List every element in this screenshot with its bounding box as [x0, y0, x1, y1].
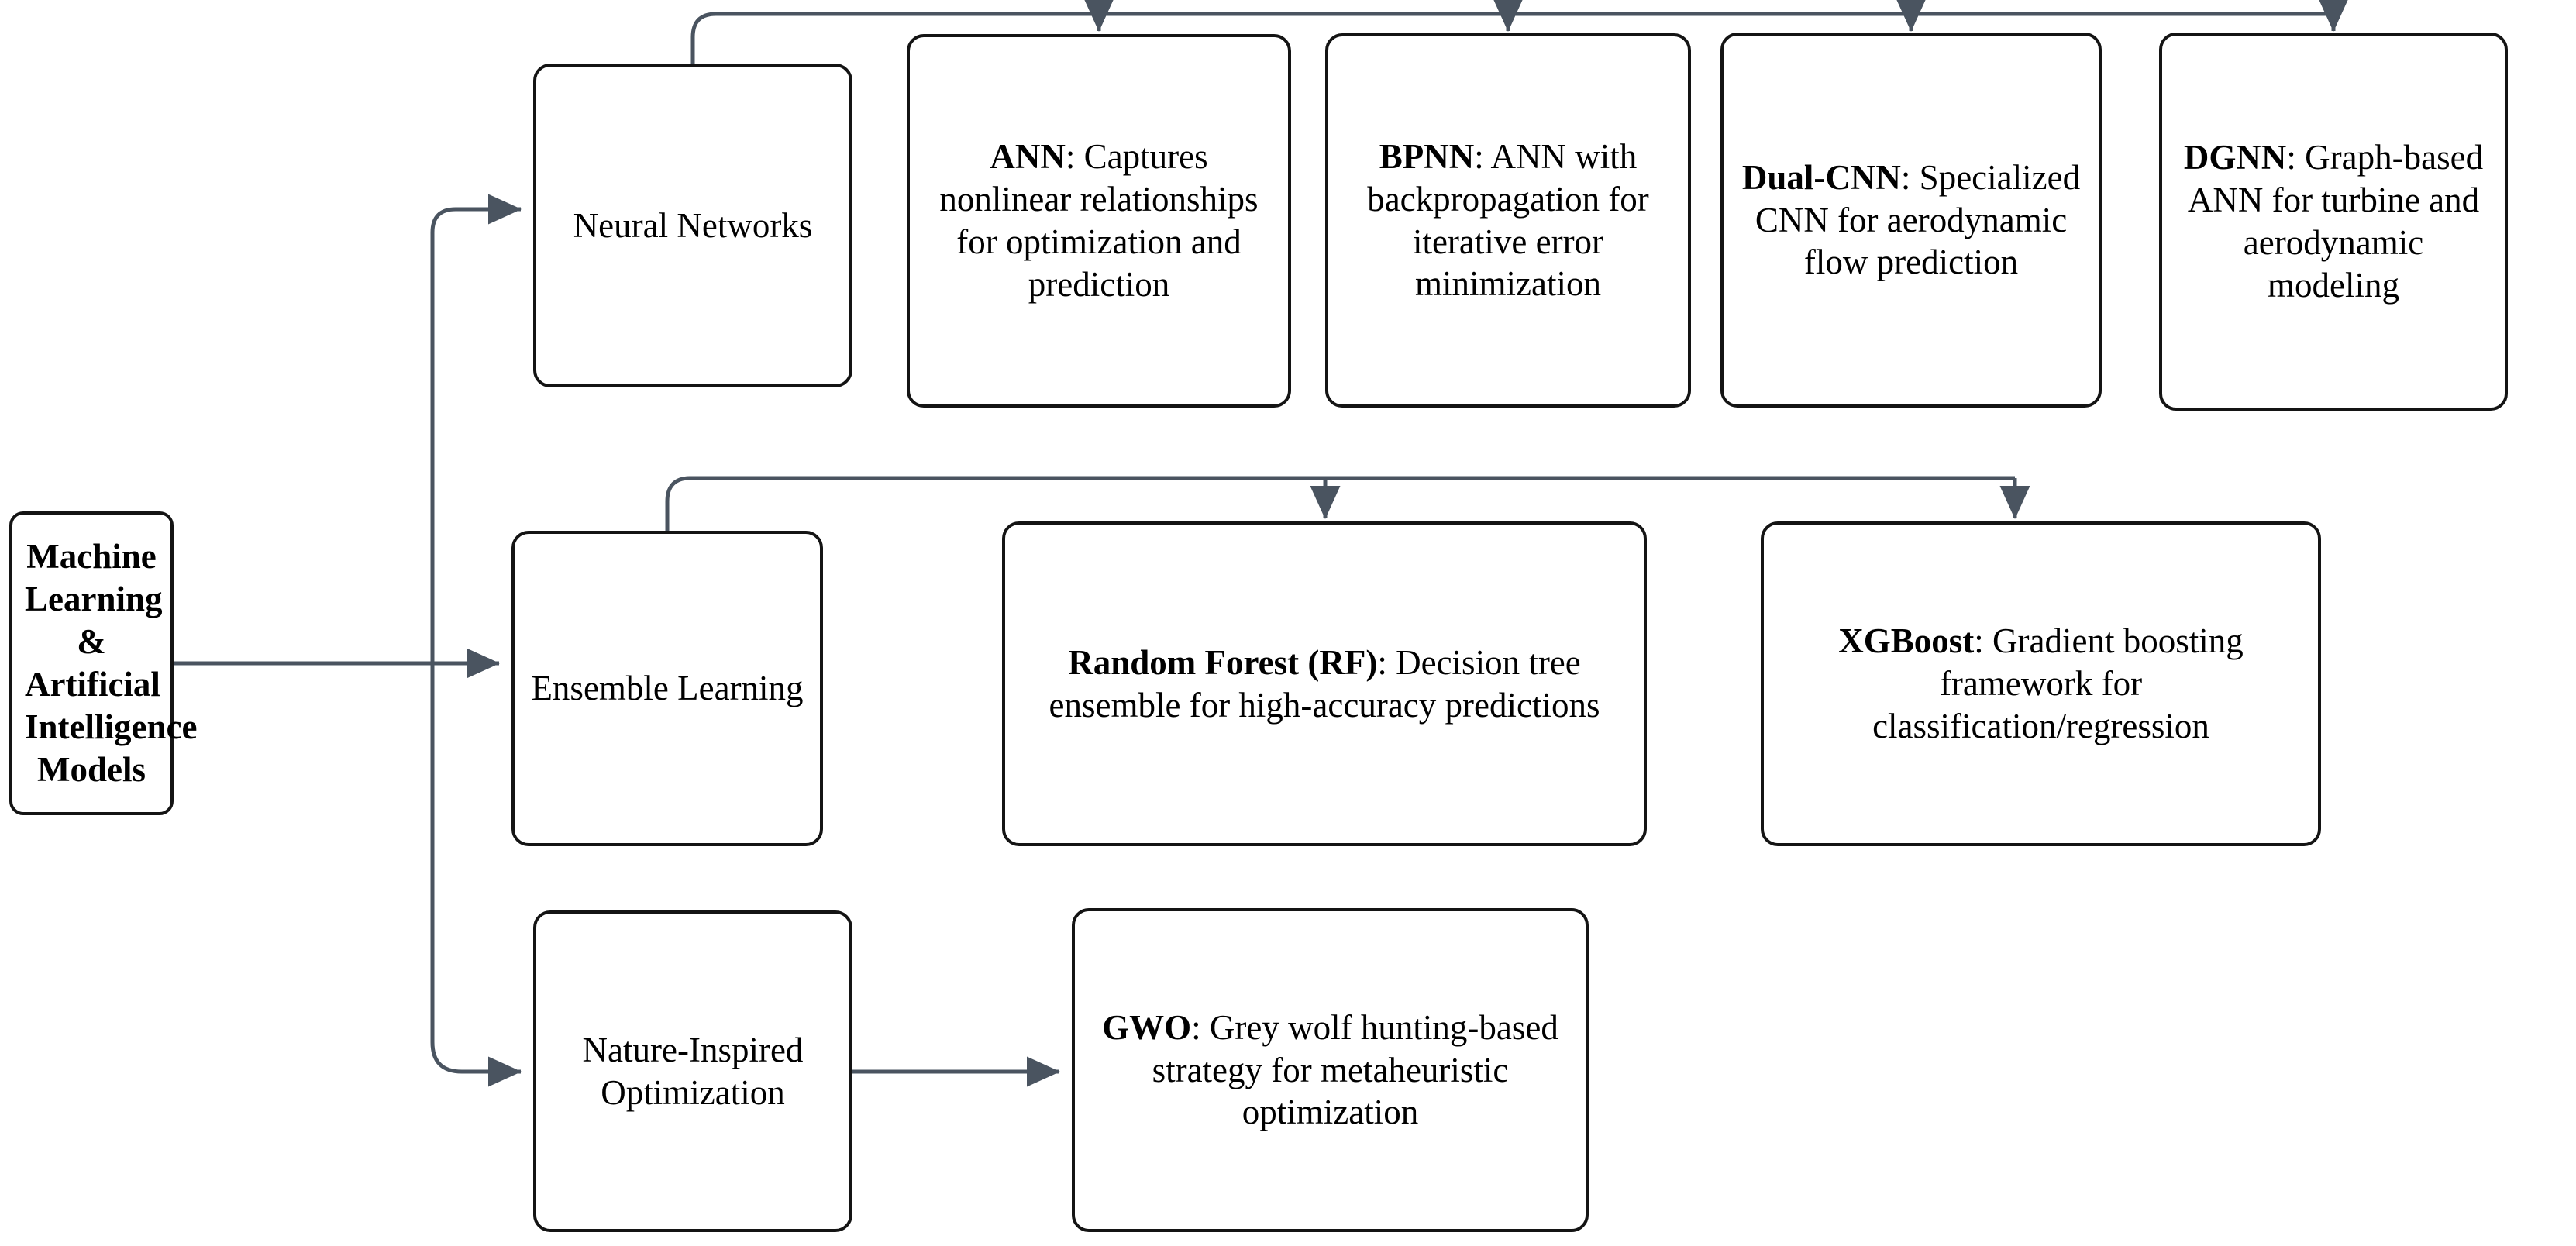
node-ann-desc: : Captures nonlinear relationships for o…	[939, 137, 1259, 304]
node-dual-cnn-desc: : Specialized CNN for aerodynamic flow p…	[1755, 157, 2081, 282]
node-dual-cnn[interactable]: Dual-CNN: Specialized CNN for aerodynami…	[1720, 33, 2102, 408]
node-dgnn[interactable]: DGNN: Graph-based ANN for turbine and ae…	[2159, 33, 2508, 411]
node-nature-inspired-optimization-label: Nature-Inspired Optimization	[582, 1030, 804, 1112]
node-xgboost[interactable]: XGBoost: Gradient boosting framework for…	[1761, 521, 2321, 846]
node-nature-inspired-optimization[interactable]: Nature-Inspired Optimization	[533, 910, 852, 1232]
node-ann[interactable]: ANN: Captures nonlinear relationships fo…	[907, 34, 1291, 408]
node-dgnn-desc: : Graph-based ANN for turbine and aerody…	[2187, 138, 2484, 305]
node-ann-term: ANN	[990, 137, 1066, 177]
node-random-forest[interactable]: Random Forest (RF): Decision tree ensemb…	[1002, 521, 1647, 846]
node-random-forest-text: Random Forest (RF): Decision tree ensemb…	[1005, 642, 1644, 727]
node-bpnn-text: BPNN: ANN with backpropagation for itera…	[1328, 136, 1688, 306]
node-bpnn-desc: : ANN with backpropagation for iterative…	[1367, 136, 1649, 304]
node-root[interactable]: Machine Learning & Artificial Intelligen…	[9, 511, 198, 815]
node-xgboost-desc: : Gradient boosting framework for classi…	[1872, 621, 2244, 745]
node-dgnn-term: DGNN	[2183, 138, 2287, 177]
node-random-forest-term: Random Forest (RF)	[1068, 642, 1378, 682]
edge-trunk-to-neural-networks	[430, 194, 522, 233]
node-gwo[interactable]: GWO: Grey wolf hunting-based strategy fo…	[1072, 908, 1589, 1232]
node-dual-cnn-text: Dual-CNN: Specialized CNN for aerodynami…	[1724, 157, 2099, 284]
node-ensemble-learning-label: Ensemble Learning	[531, 669, 804, 708]
node-gwo-text: GWO: Grey wolf hunting-based strategy fo…	[1075, 1007, 1586, 1134]
node-gwo-desc: : Grey wolf hunting-based strategy for m…	[1152, 1007, 1558, 1132]
node-ann-text: ANN: Captures nonlinear relationships fo…	[910, 136, 1288, 306]
node-dgnn-text: DGNN: Graph-based ANN for turbine and ae…	[2162, 136, 2505, 307]
node-xgboost-text: XGBoost: Gradient boosting framework for…	[1764, 620, 2318, 748]
node-gwo-term: GWO	[1102, 1007, 1192, 1047]
node-root-label: Machine Learning & Artificial Intelligen…	[25, 537, 198, 789]
node-neural-networks[interactable]: Neural Networks	[533, 64, 852, 387]
edge-trunk-to-nature-inspired	[430, 1041, 522, 1087]
node-neural-networks-label: Neural Networks	[573, 205, 813, 245]
node-bpnn-term: BPNN	[1379, 136, 1475, 176]
node-bpnn[interactable]: BPNN: ANN with backpropagation for itera…	[1325, 33, 1691, 408]
node-dual-cnn-term: Dual-CNN	[1741, 157, 1901, 197]
node-ensemble-learning[interactable]: Ensemble Learning	[511, 531, 823, 846]
node-xgboost-term: XGBoost	[1838, 621, 1975, 661]
node-random-forest-desc: : Decision tree ensemble for high-accura…	[1049, 642, 1600, 725]
